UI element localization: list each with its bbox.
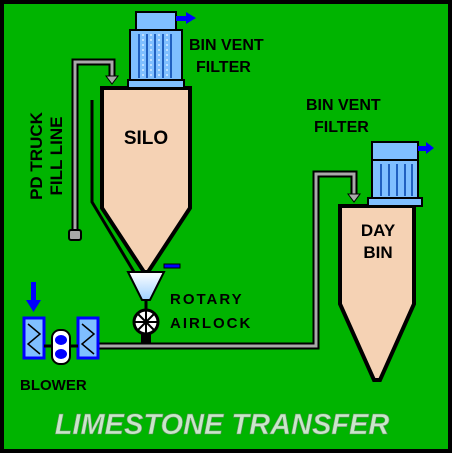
vent-arrow-icon [176, 12, 196, 24]
silo-bypass-line [90, 100, 136, 273]
bin-vent-filter-2 [367, 141, 423, 207]
bin-vent-filter-1 [127, 11, 185, 89]
fill-line-coupling [68, 229, 82, 241]
transfer-pipe [98, 170, 361, 350]
rotary-airlock-label-line1: ROTARY [170, 291, 244, 308]
bin-vent-filter-2-label-line1: BIN VENT [306, 97, 381, 114]
air-inlet-arrow-icon [26, 282, 41, 312]
day-bin-label-line1: DAY [361, 221, 396, 240]
bin-vent-filter-2-label-line2: FILTER [314, 119, 369, 136]
day-bin-label-line2: BIN [363, 243, 392, 262]
bin-vent-filter-1-label-line1: BIN VENT [189, 37, 264, 54]
bin-vent-filter-1-label-line2: FILTER [196, 59, 251, 76]
blower-label: BLOWER [20, 377, 87, 394]
pd-truck-label-line2: FILL LINE [47, 116, 66, 195]
diagram-title: LIMESTONE TRANSFER [55, 409, 390, 441]
pd-truck-fill-line-pipe [68, 58, 119, 241]
blower-unit [22, 316, 100, 365]
rotary-airlock-label-line2: AIRLOCK [170, 315, 252, 332]
vent-arrow-icon [418, 142, 434, 154]
rotary-airlock [126, 263, 181, 344]
pd-truck-label-line1: PD TRUCK [27, 111, 46, 200]
silo-label: SILO [124, 128, 168, 149]
